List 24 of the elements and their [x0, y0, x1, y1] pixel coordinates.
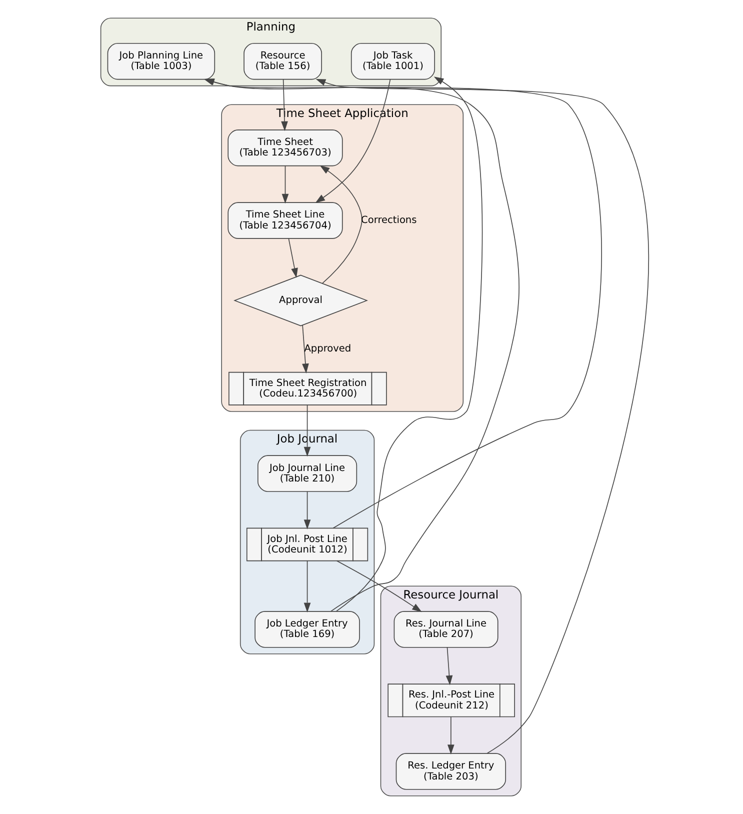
- arrow: [316, 78, 650, 754]
- arrow: [446, 646, 453, 686]
- node-box: Resource (Table 156): [244, 43, 322, 80]
- arrow: [288, 238, 298, 278]
- arrow: [302, 324, 309, 374]
- node-box: Time Sheet (Table 123456703): [228, 130, 343, 166]
- arrow: [304, 560, 311, 612]
- node-box: Job Planning Line (Table 1003): [107, 43, 216, 80]
- edge-label: Approved: [304, 344, 352, 355]
- node-box: Job Journal Line (Table 210): [258, 455, 358, 492]
- arrow: [281, 78, 288, 132]
- arrow: [320, 165, 362, 284]
- arrow: [304, 491, 311, 530]
- node-box: Job Ledger Entry (Table 169): [254, 611, 360, 648]
- arrow: [448, 716, 454, 754]
- node-box: Job Task (Table 1001): [350, 43, 435, 80]
- node-box: Res. Ledger Entry (Table 203): [396, 753, 506, 790]
- node-box: Time Sheet Line (Table 123456704): [228, 202, 343, 239]
- arrow: [336, 76, 483, 612]
- arrow: [304, 404, 311, 457]
- node-box: Res. Journal Line (Table 207): [394, 611, 498, 648]
- arrow: [336, 560, 422, 612]
- node-diamond: Approval: [234, 274, 368, 326]
- arrow: [282, 165, 289, 204]
